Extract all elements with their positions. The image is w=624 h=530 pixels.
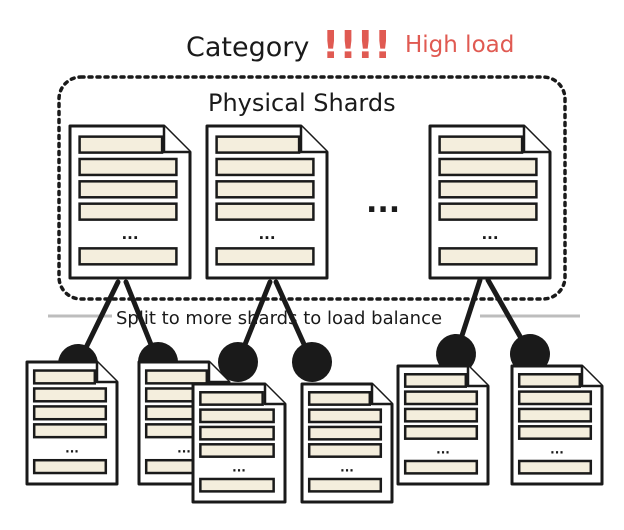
document-row [307, 477, 383, 493]
document-row [517, 390, 593, 406]
split-arrows [58, 277, 550, 384]
physical-shard: ... [68, 124, 192, 280]
document-row [78, 247, 178, 266]
document-ellipsis: ... [177, 442, 191, 456]
document-fold [299, 126, 327, 154]
document-row [32, 423, 108, 439]
document-fold [370, 384, 392, 406]
document-ellipsis: ... [436, 443, 450, 457]
document-row [403, 390, 479, 406]
document-row [215, 180, 315, 199]
document-row [32, 458, 108, 475]
document-row [215, 247, 315, 266]
document-row [199, 443, 275, 458]
document-fold [207, 362, 229, 384]
document-fold [522, 126, 550, 154]
document-row [215, 157, 315, 177]
split-shard: ... [191, 382, 287, 504]
document-ellipsis: ... [550, 443, 564, 457]
document-row [215, 135, 301, 154]
split-shard: ... [510, 364, 604, 486]
split-shard: ... [25, 360, 119, 486]
shard-documents: ........................... [25, 124, 604, 504]
document-ellipsis: ... [258, 225, 275, 243]
document-ellipsis: ... [481, 225, 498, 243]
document-ellipsis: ... [65, 442, 79, 456]
document-row [403, 407, 479, 423]
split-shard: ... [396, 364, 490, 486]
document-row [32, 405, 108, 421]
document-row [438, 135, 524, 154]
physical-shards-group [57, 75, 567, 301]
document-row [517, 373, 582, 388]
document-row [199, 391, 264, 406]
split-arrow [273, 279, 332, 382]
physical-shard: ... [205, 124, 329, 280]
document-row [307, 425, 383, 441]
split-label: Split to more shards to load balance [116, 308, 442, 329]
document-row [403, 373, 468, 388]
document-row [403, 459, 479, 475]
split-arrow [123, 279, 178, 382]
document-row [403, 425, 479, 440]
document-row [438, 247, 538, 266]
document-row [307, 443, 383, 458]
physical-shards-label: Physical Shards [208, 89, 396, 117]
document-row [199, 425, 275, 441]
split-arrow [58, 279, 121, 384]
document-row [144, 369, 209, 385]
document-row [307, 391, 372, 406]
document-row [307, 408, 383, 424]
document-ellipsis: ... [340, 461, 354, 475]
document-row [32, 387, 108, 403]
split-shard: ... [300, 382, 394, 504]
document-row [78, 157, 178, 177]
document-row [517, 407, 593, 423]
split-arrow [218, 279, 273, 382]
physical-shard: ... [428, 124, 552, 280]
document-row [517, 459, 593, 475]
document-fold [580, 366, 602, 388]
document-fold [466, 366, 488, 388]
document-row [215, 202, 315, 221]
document-fold [263, 384, 285, 406]
document-row [78, 202, 178, 221]
split-arrow [485, 277, 550, 374]
document-row [438, 180, 538, 199]
split-arrow [436, 277, 483, 374]
document-ellipsis: ... [121, 225, 138, 243]
document-ellipsis: ... [232, 461, 246, 475]
document-row [32, 369, 97, 385]
document-fold [162, 126, 190, 154]
document-row [438, 202, 538, 221]
document-row [438, 157, 538, 177]
document-row [78, 180, 178, 199]
document-fold [95, 362, 117, 384]
shard-gap-ellipsis: ... [366, 185, 400, 220]
document-row [199, 408, 275, 424]
high-load-label: High load [405, 32, 514, 58]
document-row [517, 425, 593, 440]
alert-marks: !!!! [322, 23, 391, 67]
document-row [78, 135, 164, 154]
document-row [199, 477, 275, 493]
category-title: Category [186, 32, 309, 63]
